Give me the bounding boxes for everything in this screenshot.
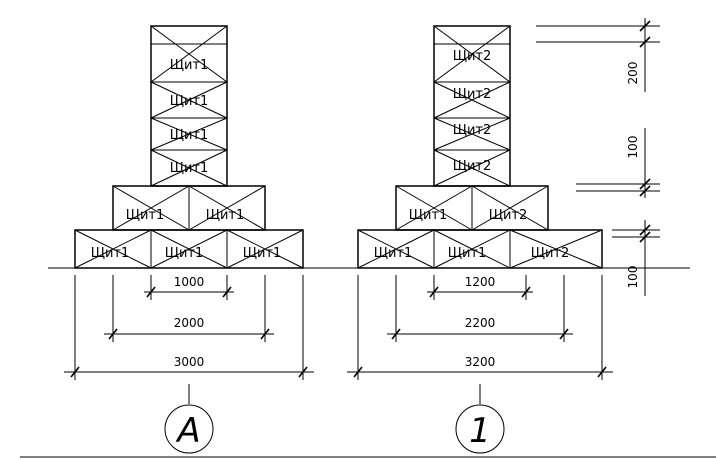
panel-label: Щит1 xyxy=(91,246,130,261)
panel-label: Щит1 xyxy=(170,94,209,109)
axis-marker xyxy=(164,404,214,454)
axis-label: 1 xyxy=(469,411,491,451)
dimension-inner: 1000 xyxy=(174,275,205,289)
panel-label: Щит2 xyxy=(453,87,492,102)
panel-label: Щит2 xyxy=(453,159,492,174)
panel-label: Щит2 xyxy=(453,49,492,64)
panel-label: Щит1 xyxy=(409,208,448,223)
panel-label: Щит1 xyxy=(170,161,209,176)
bottom-tier xyxy=(74,229,304,269)
panel-label: Щит2 xyxy=(531,246,570,261)
dimension-inner: 1200 xyxy=(465,275,496,289)
dimension-middle: 2200 xyxy=(465,316,496,330)
side-dimension-label: 100 xyxy=(626,136,640,159)
panel-label: Щит1 xyxy=(126,208,165,223)
panel-label: Щит1 xyxy=(165,246,204,261)
dimension-middle: 2000 xyxy=(174,316,205,330)
panel-label: Щит1 xyxy=(448,246,487,261)
side-dimensions: 200 100 100 xyxy=(536,18,660,296)
panel-label: Щит1 xyxy=(206,208,245,223)
panel-label: Щит1 xyxy=(170,128,209,143)
panel-label: Щит1 xyxy=(374,246,413,261)
axis-label: А xyxy=(175,411,200,451)
scaffold-right: Щит2 Щит2 Щит2 Щит2 Щит1 Щит2 Щит1 Щит1 … xyxy=(347,25,613,454)
axis-marker xyxy=(455,404,505,454)
dimension-outer: 3200 xyxy=(465,355,496,369)
bottom-tier xyxy=(357,229,603,269)
scaffold-left: Щит1 Щит1 Щит1 Щит1 Щит1 Щит1 Щит1 Щит1 … xyxy=(64,25,314,454)
panel-label: Щит2 xyxy=(489,208,528,223)
panel-label: Щит1 xyxy=(243,246,282,261)
panel-label: Щит1 xyxy=(170,58,209,73)
side-dimension-label: 100 xyxy=(626,266,640,289)
panel-label: Щит2 xyxy=(453,123,492,138)
dimension-outer: 3000 xyxy=(174,355,205,369)
side-dimension-label: 200 xyxy=(626,62,640,85)
